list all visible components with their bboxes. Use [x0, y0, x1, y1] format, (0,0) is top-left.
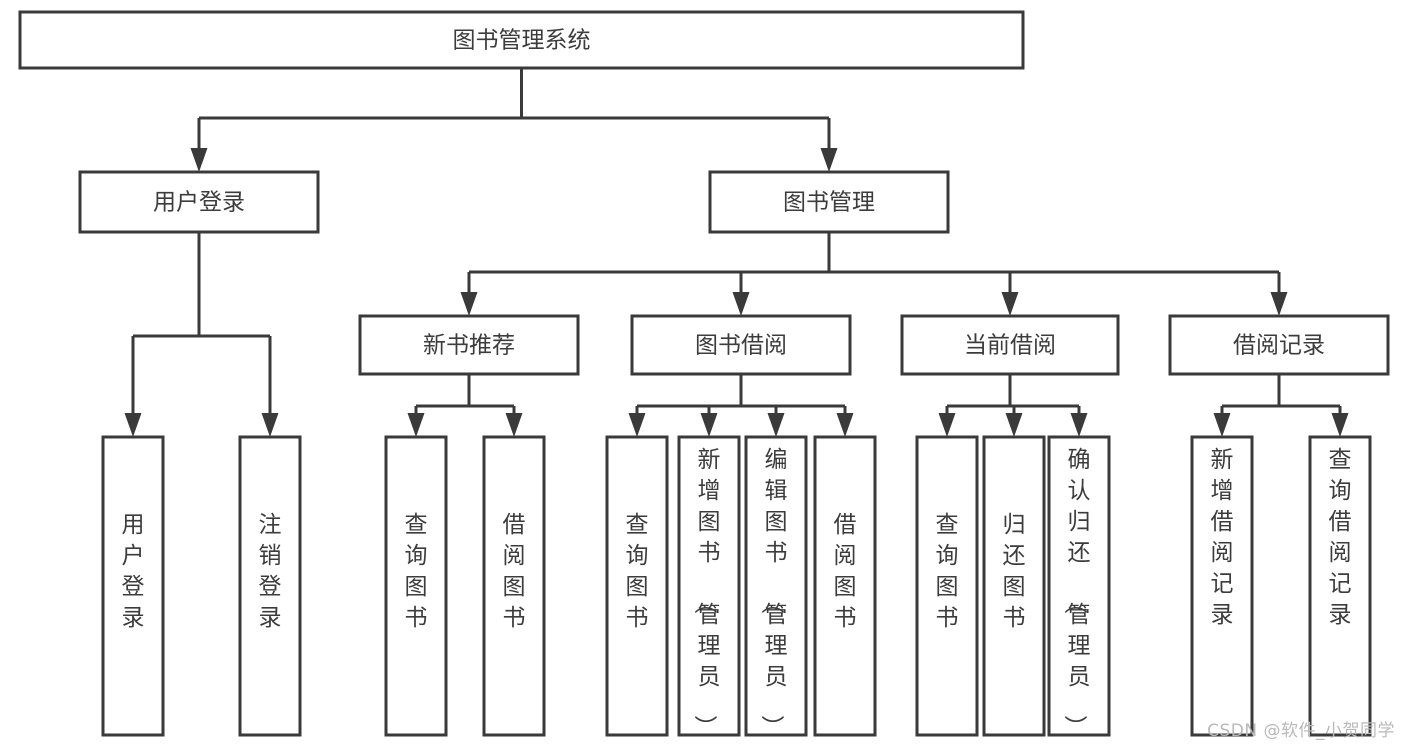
- node-label-borrow-record: 借阅记录: [1233, 333, 1325, 359]
- node-label-current-borrow: 当前借阅: [964, 333, 1056, 359]
- node-leaf-logout[interactable]: 注销登录: [238, 435, 302, 737]
- node-label-user-login: 用户登录: [153, 190, 245, 216]
- node-label-leaf-confirm-return: 确认归还（管理员）: [1062, 447, 1091, 738]
- arrow-head: [1001, 292, 1019, 316]
- arrow-head: [190, 148, 208, 172]
- node-user-login[interactable]: 用户登录: [78, 170, 320, 234]
- node-box-leaf-borrow-book-rec[interactable]: [482, 435, 546, 737]
- node-root[interactable]: 图书管理系统: [18, 10, 1025, 70]
- node-label-leaf-query-book-cur: 查询图书: [936, 512, 959, 631]
- arrow-head: [1070, 413, 1088, 437]
- node-box-leaf-add-book[interactable]: [677, 435, 741, 737]
- arrow-head: [407, 413, 425, 437]
- node-label-leaf-query-book-rec: 查询图书: [405, 512, 428, 631]
- node-label-leaf-logout: 注销登录: [259, 512, 282, 631]
- arrow-head: [836, 413, 854, 437]
- node-label-leaf-borrow-book: 借阅图书: [834, 512, 857, 631]
- connector-group-user-login: [124, 232, 279, 437]
- node-leaf-borrow-book-rec[interactable]: 借阅图书: [482, 435, 546, 737]
- connector-group-current-borrow: [938, 374, 1088, 437]
- node-book-borrow[interactable]: 图书借阅: [630, 314, 852, 376]
- node-leaf-borrow-book[interactable]: 借阅图书: [813, 435, 877, 737]
- node-label-leaf-add-book: 新增图书（管理员）: [692, 447, 721, 738]
- node-leaf-query-book-cur[interactable]: 查询图书: [915, 435, 979, 737]
- node-leaf-query-record[interactable]: 查询借阅记录: [1308, 435, 1372, 737]
- node-box-leaf-query-record[interactable]: [1308, 435, 1372, 737]
- node-label-book-manage: 图书管理: [783, 190, 875, 216]
- connector-layer: [124, 68, 1349, 437]
- node-box-leaf-add-record[interactable]: [1190, 435, 1254, 737]
- node-leaf-edit-book[interactable]: 编辑图书（管理员）: [744, 435, 808, 738]
- connector-group-root: [190, 68, 838, 172]
- node-leaf-query-book-rec[interactable]: 查询图书: [384, 435, 448, 737]
- node-label-root: 图书管理系统: [453, 28, 591, 54]
- arrow-head: [460, 292, 478, 316]
- arrow-head: [820, 148, 838, 172]
- connector-group-book-borrow: [628, 374, 854, 437]
- node-label-book-borrow: 图书借阅: [695, 333, 787, 359]
- node-label-leaf-borrow-book-rec: 借阅图书: [503, 512, 526, 631]
- node-box-new-book-rec[interactable]: [358, 314, 580, 376]
- node-borrow-record[interactable]: 借阅记录: [1168, 314, 1390, 376]
- node-label-leaf-add-record: 新增借阅记录: [1211, 447, 1234, 628]
- node-box-leaf-logout[interactable]: [238, 435, 302, 737]
- arrow-head: [124, 413, 142, 437]
- node-layer: 图书管理系统用户登录图书管理新书推荐图书借阅当前借阅借阅记录用户登录注销登录查询…: [18, 10, 1390, 738]
- node-box-current-borrow[interactable]: [900, 314, 1120, 376]
- arrow-head: [1270, 292, 1288, 316]
- arrow-head: [1213, 413, 1231, 437]
- node-new-book-rec[interactable]: 新书推荐: [358, 314, 580, 376]
- node-label-leaf-return-book: 归还图书: [1003, 512, 1026, 631]
- arrow-head: [261, 413, 279, 437]
- node-leaf-return-book[interactable]: 归还图书: [982, 435, 1046, 737]
- node-label-new-book-rec: 新书推荐: [423, 333, 515, 359]
- node-label-leaf-query-record: 查询借阅记录: [1329, 447, 1352, 628]
- node-label-leaf-user-login: 用户登录: [122, 512, 145, 631]
- node-box-leaf-confirm-return[interactable]: [1047, 435, 1111, 737]
- connector-group-book-manage: [460, 232, 1288, 316]
- node-box-root[interactable]: [18, 10, 1025, 70]
- connector-group-borrow-record: [1213, 374, 1349, 437]
- arrow-head: [767, 413, 785, 437]
- node-book-manage[interactable]: 图书管理: [708, 170, 950, 234]
- node-box-leaf-borrow-book[interactable]: [813, 435, 877, 737]
- node-current-borrow[interactable]: 当前借阅: [900, 314, 1120, 376]
- arrow-head: [1331, 413, 1349, 437]
- node-leaf-query-book-borrow[interactable]: 查询图书: [605, 435, 669, 737]
- arrow-head: [505, 413, 523, 437]
- node-box-leaf-return-book[interactable]: [982, 435, 1046, 737]
- node-box-user-login[interactable]: [78, 170, 320, 234]
- node-label-leaf-query-book-borrow: 查询图书: [626, 512, 649, 631]
- node-box-leaf-query-book-cur[interactable]: [915, 435, 979, 737]
- arrow-head: [1005, 413, 1023, 437]
- arrow-head: [732, 292, 750, 316]
- node-label-leaf-edit-book: 编辑图书（管理员）: [759, 447, 788, 738]
- node-box-book-borrow[interactable]: [630, 314, 852, 376]
- node-leaf-add-record[interactable]: 新增借阅记录: [1190, 435, 1254, 737]
- arrow-head: [700, 413, 718, 437]
- node-box-leaf-user-login[interactable]: [101, 435, 165, 737]
- node-leaf-user-login[interactable]: 用户登录: [101, 435, 165, 737]
- connector-group-new-book-rec: [407, 374, 523, 437]
- arrow-head: [938, 413, 956, 437]
- node-box-leaf-edit-book[interactable]: [744, 435, 808, 737]
- node-box-book-manage[interactable]: [708, 170, 950, 234]
- node-box-leaf-query-book-borrow[interactable]: [605, 435, 669, 737]
- arrow-head: [628, 413, 646, 437]
- node-box-borrow-record[interactable]: [1168, 314, 1390, 376]
- node-box-leaf-query-book-rec[interactable]: [384, 435, 448, 737]
- node-leaf-add-book[interactable]: 新增图书（管理员）: [677, 435, 741, 738]
- node-leaf-confirm-return[interactable]: 确认归还（管理员）: [1047, 435, 1111, 738]
